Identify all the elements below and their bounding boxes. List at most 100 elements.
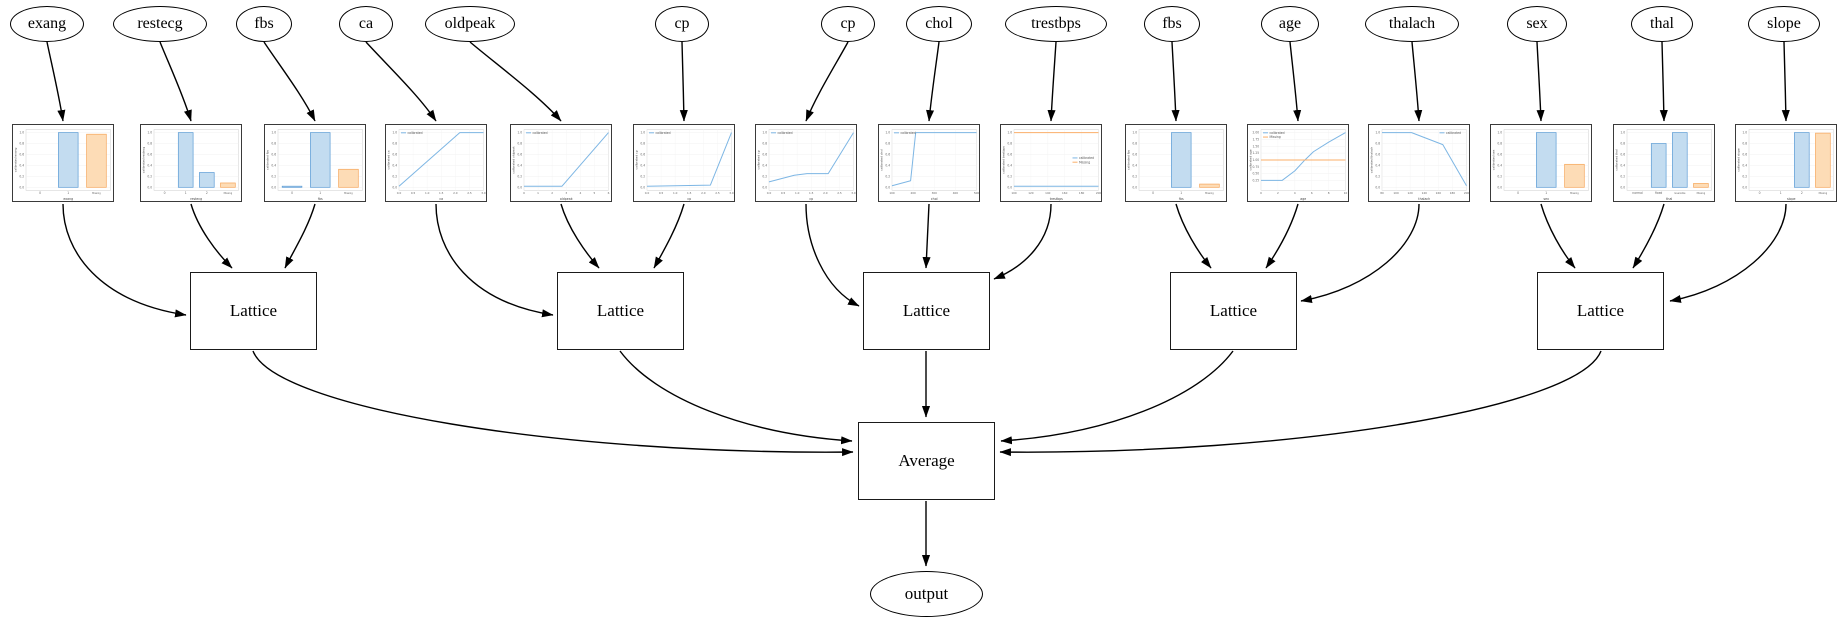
svg-text:1: 1 (1545, 191, 1547, 195)
svg-text:calibrated chol: calibrated chol (879, 149, 883, 171)
svg-text:0.0: 0.0 (397, 191, 402, 195)
edge-calibrator-11-to-lattice-4 (1300, 203, 1420, 304)
svg-text:140: 140 (1422, 191, 1428, 195)
svg-text:1.0: 1.0 (147, 131, 152, 135)
svg-text:0.8: 0.8 (392, 142, 397, 146)
svg-text:0.8: 0.8 (19, 142, 24, 146)
svg-text:0.0: 0.0 (1132, 185, 1137, 189)
edge-calibrator-7-to-lattice-3 (922, 203, 931, 269)
svg-text:0.0: 0.0 (640, 185, 645, 189)
svg-text:0.6: 0.6 (640, 153, 645, 157)
svg-text:0.2: 0.2 (640, 174, 645, 178)
svg-text:0.6: 0.6 (19, 153, 24, 157)
edge-calibrator-14-to-lattice-5 (1669, 203, 1787, 303)
svg-text:0: 0 (164, 191, 166, 195)
svg-text:1.0: 1.0 (517, 131, 522, 135)
svg-text:0.8: 0.8 (885, 142, 890, 146)
svg-text:Missing: Missing (1570, 192, 1579, 195)
svg-text:0.75: 0.75 (1253, 165, 1260, 169)
svg-text:0.8: 0.8 (640, 142, 645, 146)
svg-text:0.6: 0.6 (1497, 153, 1502, 157)
svg-text:6: 6 (1311, 191, 1313, 195)
svg-text:calibrated thal: calibrated thal (1614, 149, 1618, 170)
svg-text:thalach: thalach (1418, 197, 1430, 201)
svg-text:0: 0 (1260, 191, 1262, 195)
svg-text:0.2: 0.2 (1375, 174, 1380, 178)
feature-node-fbs-9: fbs (1144, 6, 1200, 42)
svg-text:3.0: 3.0 (851, 191, 856, 195)
svg-text:sex: sex (1544, 197, 1550, 201)
feature-node-cp-5: cp (655, 6, 709, 42)
lattice-node-5: Lattice (1537, 272, 1664, 350)
svg-text:calibrated trestbps: calibrated trestbps (1001, 146, 1005, 174)
svg-text:ca: ca (439, 197, 443, 201)
edge-calibrator-13-to-lattice-5 (1632, 203, 1665, 269)
svg-text:0.8: 0.8 (1497, 142, 1502, 146)
svg-text:3.0: 3.0 (729, 191, 734, 195)
svg-text:Missing: Missing (1079, 160, 1090, 164)
svg-text:300: 300 (932, 191, 938, 195)
svg-text:0.2: 0.2 (1620, 174, 1625, 178)
svg-text:0.8: 0.8 (1132, 142, 1137, 146)
edge-slope-to-calibrator (1781, 41, 1790, 122)
svg-text:1.0: 1.0 (795, 191, 800, 195)
feature-node-exang-0: exang (10, 6, 84, 42)
svg-text:cp: cp (687, 197, 691, 201)
svg-text:1.00: 1.00 (1253, 158, 1260, 162)
svg-text:0.2: 0.2 (1742, 174, 1747, 178)
svg-text:0.25: 0.25 (1253, 179, 1260, 183)
svg-text:2: 2 (1801, 191, 1803, 195)
svg-text:1.5: 1.5 (809, 191, 814, 195)
edge-sex-to-calibrator (1536, 41, 1545, 122)
edge-calibrator-10-to-lattice-4 (1265, 203, 1299, 269)
svg-text:oldpeak: oldpeak (560, 197, 573, 201)
svg-text:0.0: 0.0 (392, 185, 397, 189)
svg-text:calibrated ca: calibrated ca (386, 150, 390, 169)
svg-text:0.6: 0.6 (1742, 153, 1747, 157)
svg-text:180: 180 (1450, 191, 1456, 195)
svg-text:0.4: 0.4 (517, 164, 522, 168)
svg-text:0.6: 0.6 (147, 153, 152, 157)
svg-text:400: 400 (953, 191, 959, 195)
edge-lattice-1-to-average (252, 350, 854, 457)
svg-text:1.0: 1.0 (1007, 131, 1012, 135)
edge-lattice-5-to-average (999, 350, 1602, 457)
edge-exang-to-calibrator (46, 41, 66, 122)
edge-calibrator-0-to-lattice-1 (62, 203, 187, 318)
svg-text:0.0: 0.0 (885, 185, 890, 189)
svg-text:0.6: 0.6 (1132, 153, 1137, 157)
svg-text:Missing: Missing (1697, 192, 1706, 195)
svg-text:0: 0 (1759, 191, 1761, 195)
edge-calibrator-8-to-lattice-3 (993, 203, 1052, 280)
edge-calibrator-2-to-lattice-1 (284, 203, 316, 269)
feature-node-fbs-2: fbs (236, 6, 292, 42)
svg-text:0.0: 0.0 (645, 191, 650, 195)
edge-lattice-4-to-average (1000, 350, 1234, 445)
svg-text:0.0: 0.0 (147, 185, 152, 189)
edge-ca-to-calibrator (365, 41, 437, 122)
svg-text:4: 4 (1294, 191, 1296, 195)
svg-text:200: 200 (1096, 191, 1101, 195)
lattice-node-2: Lattice (557, 272, 684, 350)
svg-text:0.2: 0.2 (392, 174, 397, 178)
svg-text:2.5: 2.5 (467, 191, 472, 195)
svg-text:1.25: 1.25 (1253, 151, 1260, 155)
svg-text:0.8: 0.8 (147, 142, 152, 146)
edge-fbs-to-calibrator (263, 41, 316, 122)
svg-text:100: 100 (1393, 191, 1399, 195)
svg-text:0.4: 0.4 (1497, 164, 1502, 168)
svg-text:calibrated: calibrated (778, 131, 793, 135)
feature-node-slope-14: slope (1748, 6, 1820, 42)
svg-text:calibrated: calibrated (656, 131, 671, 135)
svg-text:5: 5 (594, 191, 596, 195)
edge-calibrator-6-to-lattice-3 (805, 203, 860, 307)
svg-text:0.6: 0.6 (762, 153, 767, 157)
feature-node-chol-7: chol (906, 6, 972, 42)
